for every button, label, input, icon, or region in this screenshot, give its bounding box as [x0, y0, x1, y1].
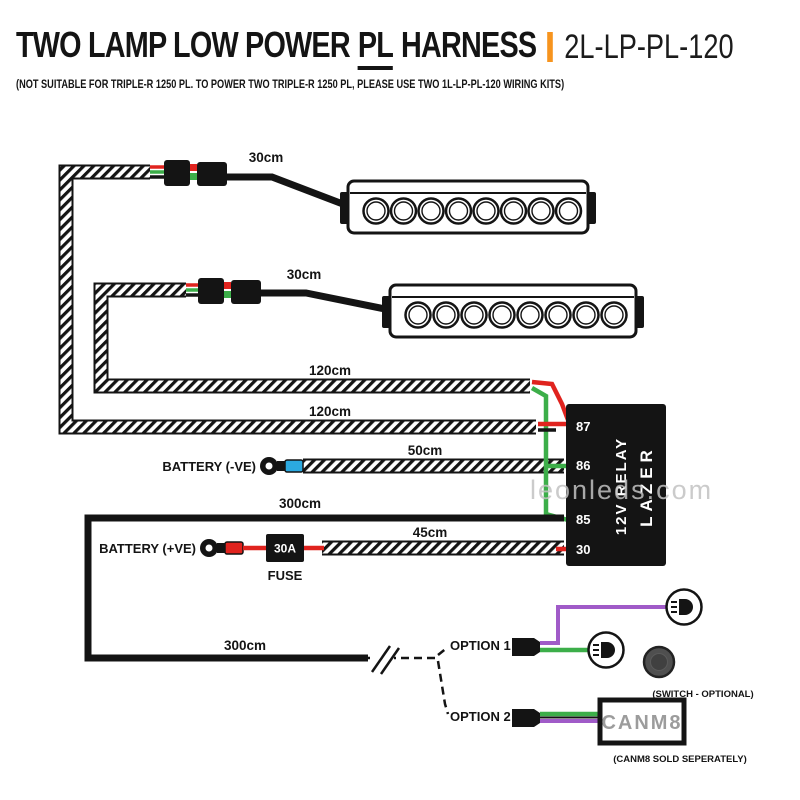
lamp2-connector-a — [198, 278, 224, 304]
dashed-to-option2 — [436, 660, 450, 715]
fuse-label: FUSE — [268, 568, 303, 583]
option1-plug-icon — [512, 638, 540, 656]
fuse-holder — [266, 534, 304, 562]
lamp2-pigtail-30cm — [261, 289, 391, 314]
canm8-note: (CANM8 SOLD SEPERATELY) — [613, 754, 747, 765]
label-120cm-lower: 120cm — [309, 404, 351, 419]
option2-label: OPTION 2 — [450, 709, 511, 724]
relay-brand-logo: LAZER — [637, 445, 656, 527]
canm8-label: CANM8 — [601, 712, 682, 734]
label-30cm-lamp1: 30cm — [249, 150, 284, 165]
title-suffix: HARNESS — [401, 24, 537, 65]
harness-loom-lamp1 — [58, 164, 536, 435]
relay-terminal-85: 85 — [576, 512, 590, 527]
label-300cm-switch: 300cm — [279, 496, 321, 511]
harness-loom-lamp2 — [93, 282, 530, 394]
fuse-rating-label: 30A — [274, 542, 296, 556]
option2-plug-icon — [512, 709, 540, 727]
relay-terminal-86: 86 — [576, 458, 590, 473]
battery-negative-terminal: BATTERY (-VE) — [162, 457, 304, 475]
label-45cm: 45cm — [413, 525, 448, 540]
header: TWO LAMP LOW POWER PL HARNESS 2L-LP-PL-1… — [16, 24, 734, 91]
label-300cm-options: 300cm — [224, 638, 266, 653]
dashed-to-option1 — [437, 646, 449, 656]
label-50cm: 50cm — [408, 443, 443, 458]
title-separator-bar — [547, 32, 554, 62]
switch-optional-note: (SWITCH - OPTIONAL) — [652, 689, 753, 700]
page-title: TWO LAMP LOW POWER PL HARNESS 2L-LP-PL-1… — [16, 24, 734, 70]
battery-negative-label: BATTERY (-VE) — [162, 459, 256, 474]
title-product-code: 2L-LP-PL-120 — [564, 27, 734, 66]
watermark: leonleds.com — [530, 475, 713, 505]
switch-wire-300cm — [84, 514, 564, 662]
lamp1-connector-b — [197, 162, 227, 186]
lamp1-connector-a — [164, 160, 190, 186]
relay-terminal-30: 30 — [576, 542, 590, 557]
led-light-bar-2 — [382, 283, 644, 339]
lamp2-connector-set — [186, 278, 391, 314]
battery-positive-label: BATTERY (+VE) — [99, 541, 196, 556]
label-30cm-lamp2: 30cm — [287, 267, 322, 282]
cable-break-and-options-fork — [362, 644, 450, 715]
title-subtitle: (NOT SUITABLE FOR TRIPLE-R 1250 PL. TO P… — [16, 79, 565, 91]
relay-label: 12V RELAY — [613, 437, 630, 535]
title-underlined-pl: PL — [357, 24, 394, 70]
led-light-bar-1 — [340, 179, 596, 235]
label-120cm-upper: 120cm — [309, 363, 351, 378]
relay-terminal-87: 87 — [576, 419, 590, 434]
lamp2-seal-red — [224, 282, 231, 289]
lamp2-seal-green — [224, 291, 231, 298]
lamp2-connector-b — [231, 280, 261, 304]
lamp1-connector-set — [150, 160, 350, 210]
option-2-canm8-circuit: OPTION 2 CANM8 (CANM8 SOLD SEPERATELY) — [450, 697, 747, 765]
blue-crimp — [284, 459, 304, 473]
lamp1-seal-green — [190, 173, 197, 180]
title-main: TWO LAMP LOW POWER PL HARNESS — [16, 24, 537, 70]
lamp1-lenses — [362, 197, 583, 225]
title-prefix: TWO LAMP LOW POWER — [16, 24, 351, 65]
lamp1-pigtail-30cm — [227, 173, 350, 210]
canm8-module — [597, 697, 687, 746]
wire-red-upper-run-to-87 — [531, 379, 571, 421]
option1-label: OPTION 1 — [450, 638, 511, 653]
length-labels: 30cm 30cm 120cm 120cm 50cm 300cm 45cm 30… — [224, 150, 447, 653]
option1-purple-wire — [540, 605, 666, 645]
red-crimp — [224, 541, 244, 555]
battery-positive-terminal: BATTERY (+VE) 30A FUSE — [99, 534, 324, 583]
relay-12v: 87 86 85 30 12V RELAY LAZER — [566, 404, 666, 566]
lamp1-seal-red — [190, 164, 197, 171]
relay-body — [566, 404, 666, 566]
lamp2-lenses — [404, 301, 628, 329]
option-1-switch-circuit: OPTION 1 (SWITCH - OPTIONAL) — [450, 588, 754, 700]
